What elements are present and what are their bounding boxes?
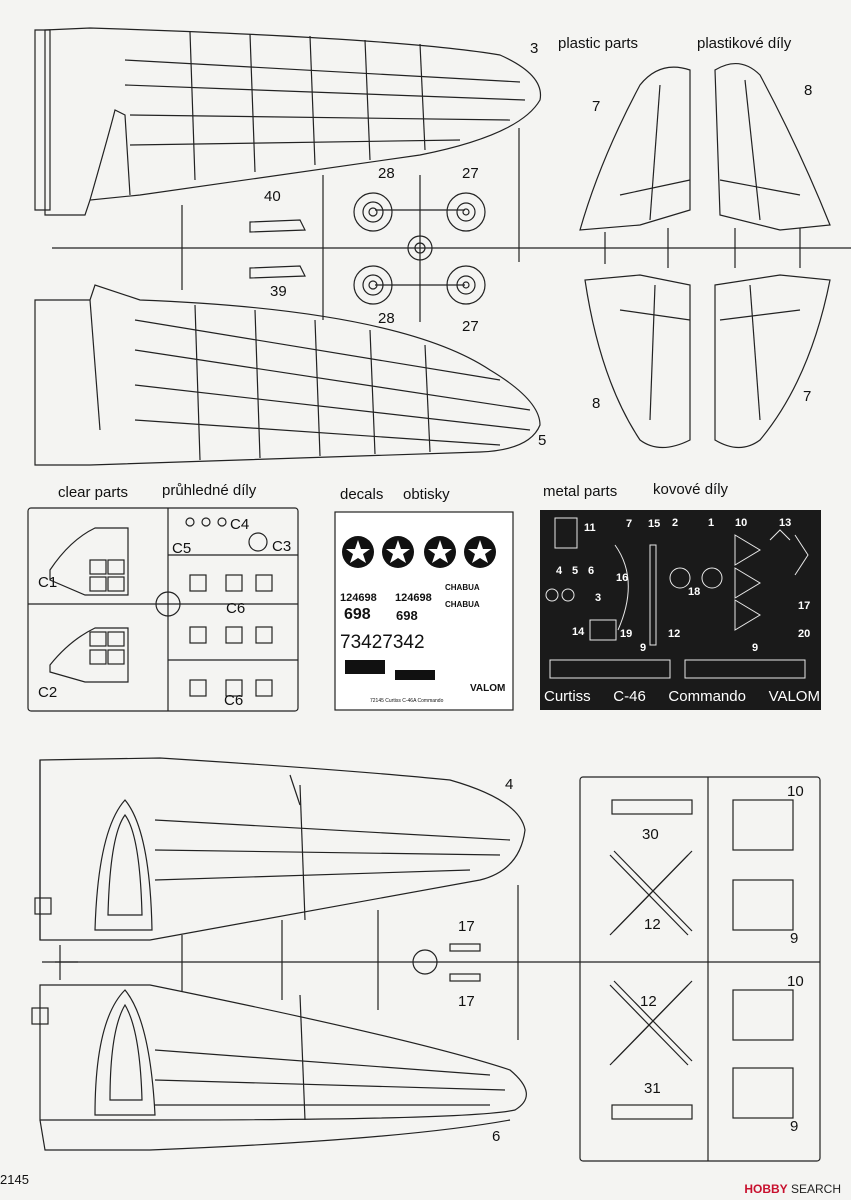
part-number-9a: 9 <box>790 930 799 947</box>
parts-39-40 <box>249 219 306 279</box>
metal-footer-c46: C-46 <box>613 688 646 705</box>
part-number-28b: 28 <box>378 310 395 327</box>
metal-part-16: 16 <box>616 572 629 584</box>
wing-part-5 <box>34 284 541 466</box>
metal-part-11: 11 <box>584 522 596 534</box>
metal-parts-label: metal parts <box>543 483 618 500</box>
decal-chabua-a: CHABUA <box>445 583 480 592</box>
wing-part-3 <box>34 27 542 216</box>
metal-part-13: 13 <box>779 517 792 529</box>
metal-part-7: 7 <box>626 518 633 530</box>
metal-footer-curtiss: Curtiss <box>544 688 591 705</box>
part-number-27b: 27 <box>462 318 479 335</box>
metal-part-17: 17 <box>798 600 811 612</box>
clear-parts-label-cz: průhledné díly <box>162 482 257 499</box>
clear-parts-frame <box>27 507 299 712</box>
decal-caption: 72145 Curtiss C-46A Commando <box>370 698 444 704</box>
metal-part-3: 3 <box>595 592 602 604</box>
decal-roundels <box>342 536 496 680</box>
part-number-7b: 7 <box>803 388 812 405</box>
part-number-3: 3 <box>530 40 539 57</box>
metal-part-9b: 9 <box>752 642 759 654</box>
clear-part-c5: C5 <box>172 540 192 557</box>
metal-fret-footer: Curtiss C-46 Commando VALOM <box>544 688 820 705</box>
decal-698-b: 698 <box>396 608 418 623</box>
part-number-8b: 8 <box>592 395 601 412</box>
metal-part-1: 1 <box>708 517 715 529</box>
decal-chabua-b: CHABUA <box>445 600 480 609</box>
metal-parts-label-cz: kovové díly <box>653 481 729 498</box>
decal-serial-a: 124698 <box>340 592 377 604</box>
clear-part-c6b: C6 <box>224 692 244 709</box>
part-number-31: 31 <box>644 1080 661 1097</box>
watermark: HOBBY SEARCH <box>744 1182 841 1196</box>
wing-part-6 <box>31 984 527 1151</box>
plastic-parts-label: plastic parts <box>558 35 639 52</box>
part-number-10a: 10 <box>787 783 804 800</box>
top-sprue <box>52 128 851 322</box>
page-code: 2145 <box>0 1172 29 1187</box>
metal-part-18: 18 <box>688 586 701 598</box>
metal-part-20: 20 <box>798 628 811 640</box>
clear-part-c3: C3 <box>272 538 292 555</box>
clear-part-c1: C1 <box>38 574 58 591</box>
part-number-8a: 8 <box>804 82 813 99</box>
part-number-28a: 28 <box>378 165 395 182</box>
tail-parts-top <box>579 63 831 449</box>
clear-parts-label: clear parts <box>58 484 129 501</box>
watermark-brand: HOBBY <box>744 1182 788 1196</box>
part-number-27a: 27 <box>462 165 479 182</box>
decal-valom: VALOM <box>470 683 506 694</box>
part-number-6: 6 <box>492 1128 501 1145</box>
clear-part-c4: C4 <box>230 516 250 533</box>
part-number-10b: 10 <box>787 973 804 990</box>
decal-698-a: 698 <box>344 606 371 623</box>
part-number-12a: 12 <box>644 916 661 933</box>
part-number-17a: 17 <box>458 918 475 935</box>
metal-part-6: 6 <box>588 565 595 577</box>
metal-part-2: 2 <box>672 517 679 529</box>
decal-73427342: 73427342 <box>340 632 425 653</box>
part-number-12b: 12 <box>640 993 657 1010</box>
decals-label: decals <box>340 486 384 503</box>
clear-part-c2: C2 <box>38 684 58 701</box>
wing-part-4 <box>34 757 526 941</box>
metal-part-19: 19 <box>620 628 633 640</box>
metal-footer-commando: Commando <box>668 688 746 705</box>
clear-part-c6a: C6 <box>226 600 246 617</box>
metal-part-9a: 9 <box>640 642 647 654</box>
metal-part-10: 10 <box>735 517 748 529</box>
decals-label-cz: obtisky <box>403 486 450 503</box>
part-number-17b: 17 <box>458 993 475 1010</box>
metal-part-15: 15 <box>648 518 661 530</box>
metal-part-14: 14 <box>572 626 585 638</box>
metal-part-4: 4 <box>556 565 563 577</box>
part-number-7a: 7 <box>592 98 601 115</box>
part-number-30: 30 <box>642 826 659 843</box>
bottom-sprue <box>42 885 580 1040</box>
wheels <box>353 192 486 305</box>
metal-part-5: 5 <box>572 565 579 577</box>
part-number-9b: 9 <box>790 1118 799 1135</box>
prop-frame <box>579 776 821 1162</box>
metal-fret <box>540 510 821 710</box>
metal-footer-valom: VALOM <box>768 688 820 705</box>
part-number-4: 4 <box>505 776 514 793</box>
plastic-parts-label-cz: plastikové díly <box>697 35 792 52</box>
part-number-39: 39 <box>270 283 287 300</box>
decal-serial-b: 124698 <box>395 592 432 604</box>
part-number-5: 5 <box>538 432 547 449</box>
part-number-40: 40 <box>264 188 281 205</box>
metal-part-12: 12 <box>668 628 681 640</box>
watermark-rest: SEARCH <box>787 1182 841 1196</box>
